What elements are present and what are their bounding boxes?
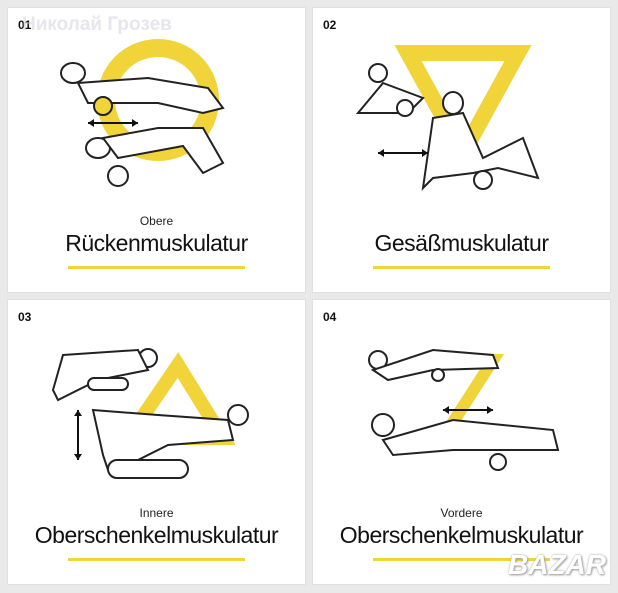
- title: Gesäßmuskulatur: [374, 230, 549, 256]
- panel-upper-back: 01 Obere Rückenmuskulatur: [8, 8, 305, 292]
- accent-underline: [68, 558, 245, 561]
- panel-number: 04: [323, 310, 337, 324]
- accent-underline: [68, 266, 245, 269]
- subtitle: Vordere: [440, 506, 483, 520]
- accent-underline: [373, 266, 550, 269]
- exercise-illustration: [368, 348, 560, 471]
- accent-underline: [373, 558, 550, 561]
- title: Oberschenkelmuskulatur: [339, 522, 584, 548]
- panel-glutes: 02 Gesäßmuskulatur: [313, 8, 610, 292]
- title: Oberschenkelmuskulatur: [34, 522, 279, 548]
- panel-front-thigh: 04 Vordere Oberschenkelmuskulatur: [313, 300, 610, 584]
- panel-number: 01: [18, 18, 32, 32]
- panel-number: 02: [323, 18, 337, 32]
- exercise-illustration: [355, 45, 540, 191]
- panel-number: 03: [18, 310, 32, 324]
- panel-inner-thigh: 03 Innere Oberschenkelmuskulatur: [8, 300, 305, 584]
- subtitle: Innere: [139, 506, 174, 520]
- watermark: Николай Грозев: [22, 14, 172, 35]
- exercise-illustration: [60, 39, 225, 187]
- bazar-logo: BAZAR: [508, 549, 606, 580]
- subtitle: Obere: [139, 214, 174, 228]
- title: Rückenmuskulatur: [65, 230, 248, 256]
- exercise-illustration: [51, 348, 249, 479]
